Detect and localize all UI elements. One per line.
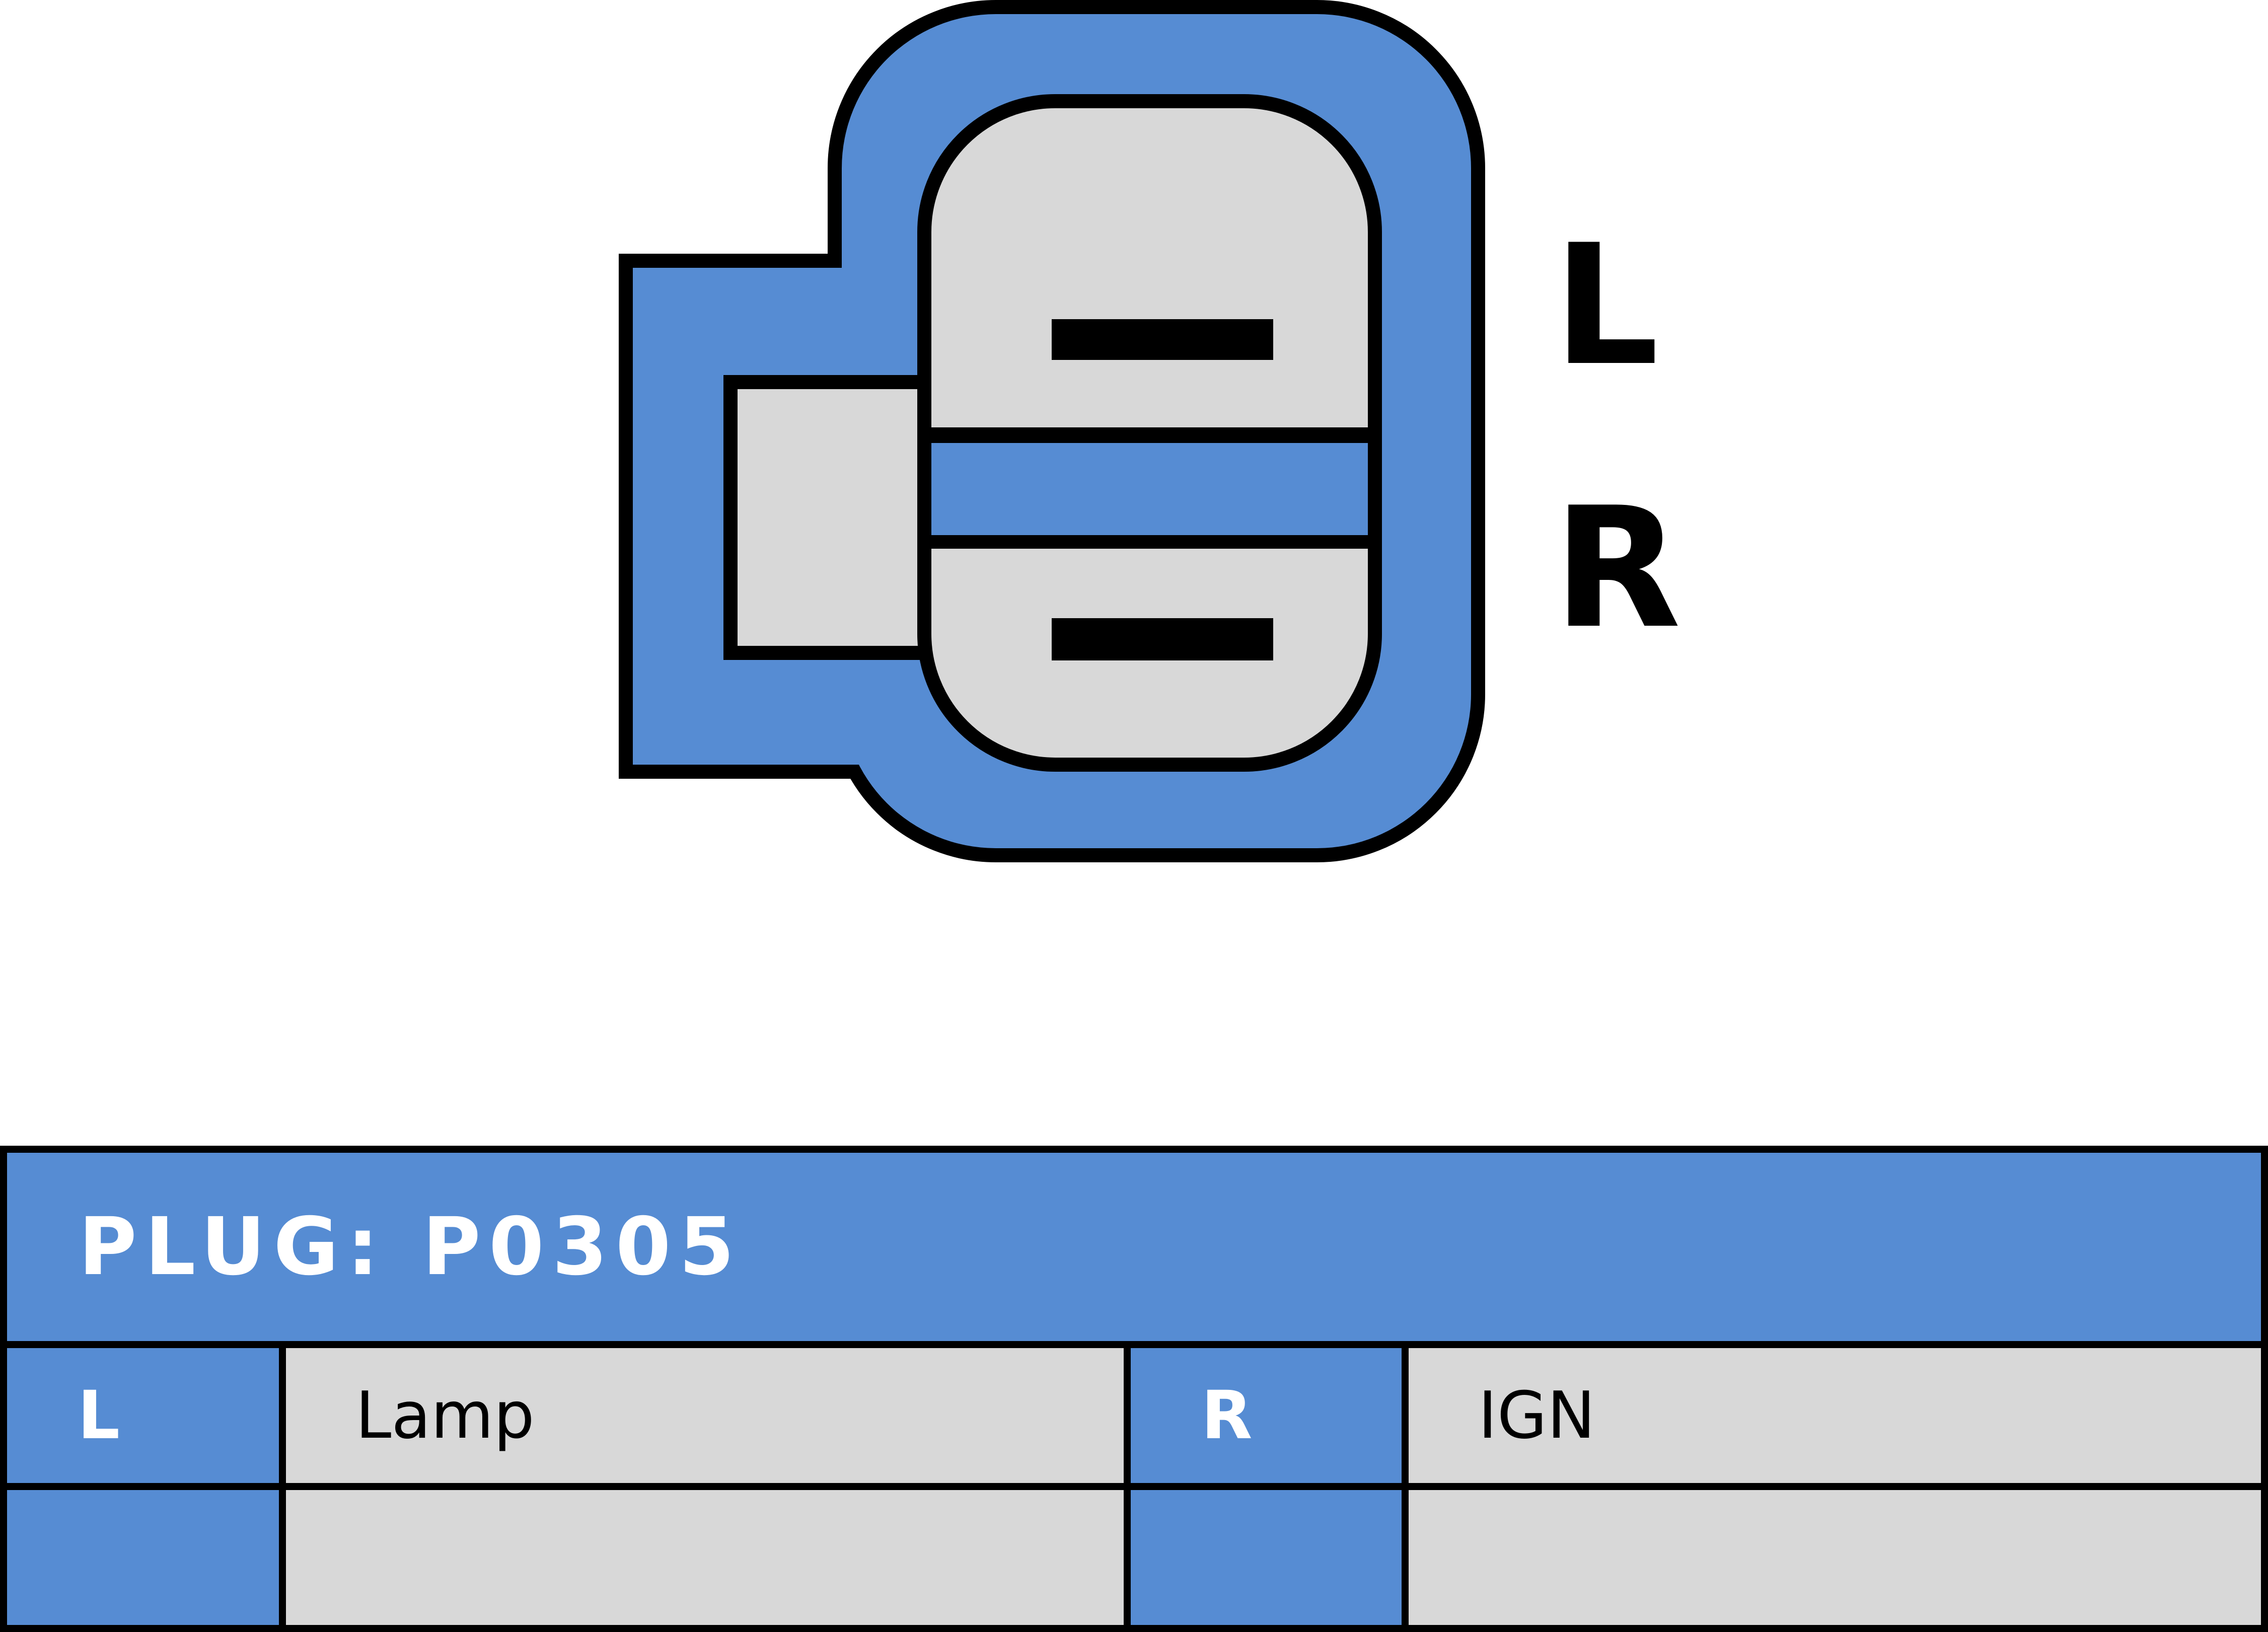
row2-function-left-cell: [286, 1490, 1124, 1625]
plug-title-cell: PLUG: P0305: [7, 1153, 2261, 1341]
row1-function-right: IGN: [1478, 1378, 1595, 1453]
pin-label-r: R: [1553, 472, 1681, 665]
row2-pin-right-cell: [1131, 1490, 1402, 1625]
keyway-notch: [723, 375, 934, 660]
row1-pin-right: R: [1201, 1377, 1253, 1454]
plug-title: PLUG: P0305: [79, 1201, 743, 1293]
row1-function-left-cell: Lamp: [286, 1348, 1124, 1483]
row1-pin-right-cell: R: [1131, 1348, 1402, 1483]
row2-pin-left-cell: [7, 1490, 279, 1625]
row1-pin-left-cell: L: [7, 1348, 279, 1483]
connector-diagram: L R: [619, 0, 1681, 862]
pin-slot-l-icon: [1052, 319, 1273, 360]
pin-label-l: L: [1553, 209, 1659, 402]
divider-band: [931, 443, 1368, 535]
row1-pin-left: L: [78, 1377, 120, 1454]
row1-function-right-cell: IGN: [1409, 1348, 2261, 1483]
row1-function-left: Lamp: [355, 1378, 535, 1453]
row2-function-right-cell: [1409, 1490, 2261, 1625]
plug-table: PLUG: P0305 L Lamp R IGN: [0, 1146, 2268, 1632]
pin-slot-r-icon: [1052, 618, 1273, 660]
